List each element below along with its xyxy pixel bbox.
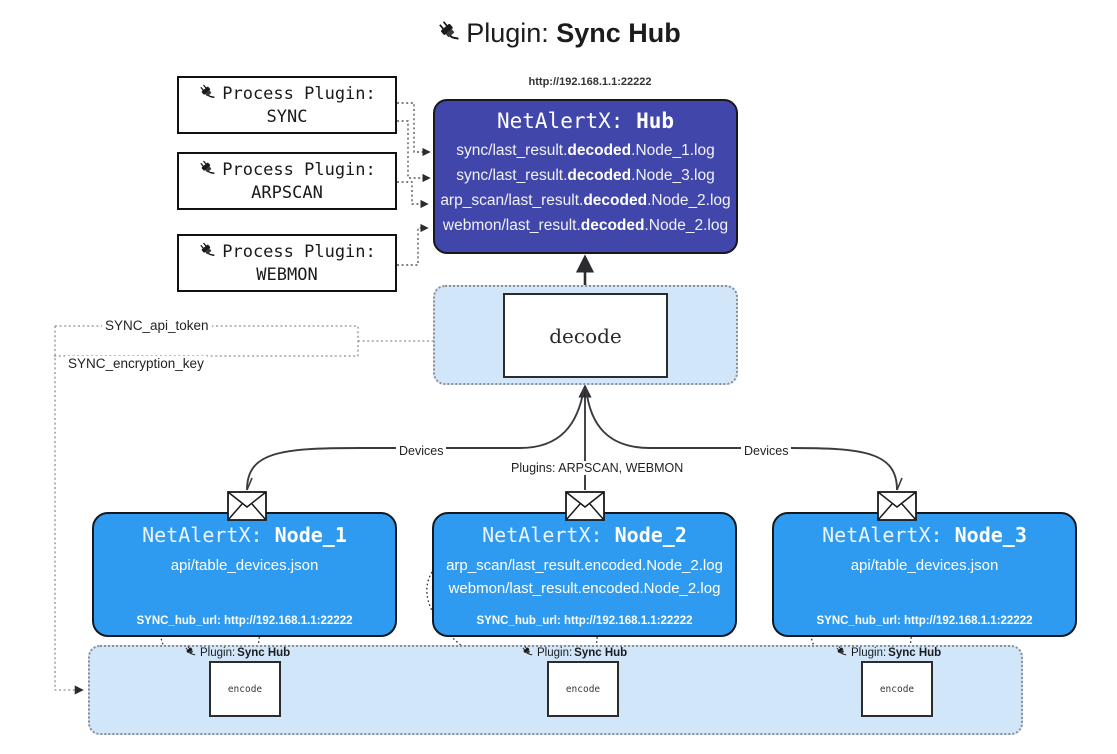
hub-log-post: .Node_1.log <box>631 142 715 159</box>
hub-log-pre: arp_scan/last_result. <box>440 192 584 210</box>
node-line: api/table_devices.json <box>170 557 319 574</box>
title-prefix: Plugin: <box>466 18 549 48</box>
hub-log-em: decoded <box>567 167 632 185</box>
wire-sync-to-hub-log1 <box>397 102 431 157</box>
wire-webmon-to-hub-log4 <box>397 223 429 266</box>
encode-box-3[interactable]: encode <box>861 661 933 717</box>
node-hub-url: SYNC_hub_url: http://192.168.1.1:22222 <box>136 615 353 627</box>
hub-log-post: .Node_2.log <box>647 192 731 210</box>
label-sync-encryption-key: SYNC_encryption_key <box>65 356 207 371</box>
encoder-caption-1: Plugin: Sync Hub <box>184 645 290 661</box>
node-card-node2[interactable]: NetAlertX: Node_2 arp_scan/last_result.e… <box>432 512 737 637</box>
node-card-node1[interactable]: NetAlertX: Node_1 api/table_devices.json… <box>92 512 397 637</box>
encode-box-2[interactable]: encode <box>547 661 619 717</box>
plug-icon <box>198 241 217 266</box>
hub-title-name: Hub <box>636 109 675 133</box>
node-line: api/table_devices.json <box>850 557 999 574</box>
hub-log-pre: sync/last_result. <box>456 142 568 159</box>
hub-node[interactable]: NetAlertX: Hub sync/last_result.decoded.… <box>433 99 738 254</box>
process-plugin-arpscan[interactable]: Process Plugin: ARPSCAN <box>177 152 397 210</box>
stem-node1 <box>246 477 253 491</box>
node-hub-url: SYNC_hub_url: http://192.168.1.1:22222 <box>476 615 693 627</box>
encoder-caption-2: Plugin: Sync Hub <box>521 645 627 661</box>
hub-log-em: decoded <box>567 142 632 159</box>
hub-log-em: decoded <box>583 192 648 210</box>
node-title: NetAlertX: Node_1 <box>94 523 395 547</box>
process-plugin-caption: Process Plugin: <box>222 242 376 263</box>
decode-box[interactable]: decode <box>503 293 668 378</box>
node-title-name: Node_1 <box>274 523 347 547</box>
envelope-icon <box>565 491 605 521</box>
node-line: arp_scan/last_result.encoded.Node_2.log <box>446 557 723 574</box>
hub-title-prefix: NetAlertX: <box>496 109 624 133</box>
hub-log-line: webmon/last_result.decoded.Node_2.log <box>435 213 736 238</box>
hub-title: NetAlertX: Hub <box>435 109 736 133</box>
plug-icon <box>184 645 197 661</box>
node-title-prefix: NetAlertX: <box>822 523 943 547</box>
edge-label-devices-right: Devices <box>741 444 792 458</box>
process-plugin-name: WEBMON <box>256 264 318 285</box>
wire-secrets-to-encoders <box>54 326 84 695</box>
hub-log-line: sync/last_result.decoded.Node_1.log <box>435 138 736 163</box>
edge-label-plugins-center: Plugins: ARPSCAN, WEBMON <box>508 461 687 475</box>
encoder-caption-name: Sync Hub <box>574 647 628 659</box>
node-title: NetAlertX: Node_3 <box>774 523 1075 547</box>
plug-icon <box>198 159 217 184</box>
plug-icon <box>835 645 848 661</box>
encoder-caption-prefix: Plugin: <box>537 647 573 659</box>
stem-node3 <box>896 477 903 491</box>
edge-label-devices-left: Devices <box>396 444 447 458</box>
wire-sync-to-hub-log2 <box>397 120 431 183</box>
process-plugin-name: ARPSCAN <box>251 182 323 203</box>
node-title-name: Node_2 <box>614 523 687 547</box>
node-line: webmon/last_result.encoded.Node_2.log <box>448 580 721 598</box>
node-title: NetAlertX: Node_2 <box>434 523 735 547</box>
encoder-caption-3: Plugin: Sync Hub <box>835 645 941 661</box>
process-plugin-caption: Process Plugin: <box>222 160 376 181</box>
encoder-caption-name: Sync Hub <box>237 647 291 659</box>
encode-box-1[interactable]: encode <box>209 661 281 717</box>
process-plugin-name: SYNC <box>266 106 308 127</box>
plug-icon <box>198 83 217 108</box>
encoder-caption-prefix: Plugin: <box>200 647 236 659</box>
encoder-caption-name: Sync Hub <box>888 647 942 659</box>
hub-url-label: http://192.168.1.1:22222 <box>528 76 652 88</box>
hub-log-line: sync/last_result.decoded.Node_3.log <box>435 163 736 188</box>
envelope-icon <box>227 491 267 521</box>
plug-icon <box>521 645 534 661</box>
page-title: Plugin: Sync Hub <box>0 18 1117 52</box>
process-plugin-sync[interactable]: Process Plugin: SYNC <box>177 76 397 134</box>
hub-log-line: arp_scan/last_result.decoded.Node_2.log <box>435 188 736 213</box>
node-title-prefix: NetAlertX: <box>142 523 263 547</box>
label-sync-api-token: SYNC_api_token <box>102 318 212 333</box>
wire-arpscan-to-hub-log3 <box>397 181 429 209</box>
process-plugin-webmon[interactable]: Process Plugin: WEBMON <box>177 234 397 292</box>
plug-icon <box>436 19 462 52</box>
title-name: Sync Hub <box>556 18 681 48</box>
encoder-caption-prefix: Plugin: <box>851 647 887 659</box>
hub-log-post: .Node_2.log <box>644 217 729 235</box>
hub-log-pre: webmon/last_result. <box>442 217 581 235</box>
node-title-name: Node_3 <box>954 523 1027 547</box>
hub-log-post: .Node_3.log <box>631 167 715 185</box>
node-card-node3[interactable]: NetAlertX: Node_3 api/table_devices.json… <box>772 512 1077 637</box>
node-hub-url: SYNC_hub_url: http://192.168.1.1:22222 <box>816 615 1033 627</box>
hub-log-pre: sync/last_result. <box>456 167 568 185</box>
node-title-prefix: NetAlertX: <box>482 523 603 547</box>
envelope-icon <box>877 491 917 521</box>
hub-log-em: decoded <box>580 217 645 235</box>
process-plugin-caption: Process Plugin: <box>222 84 376 105</box>
